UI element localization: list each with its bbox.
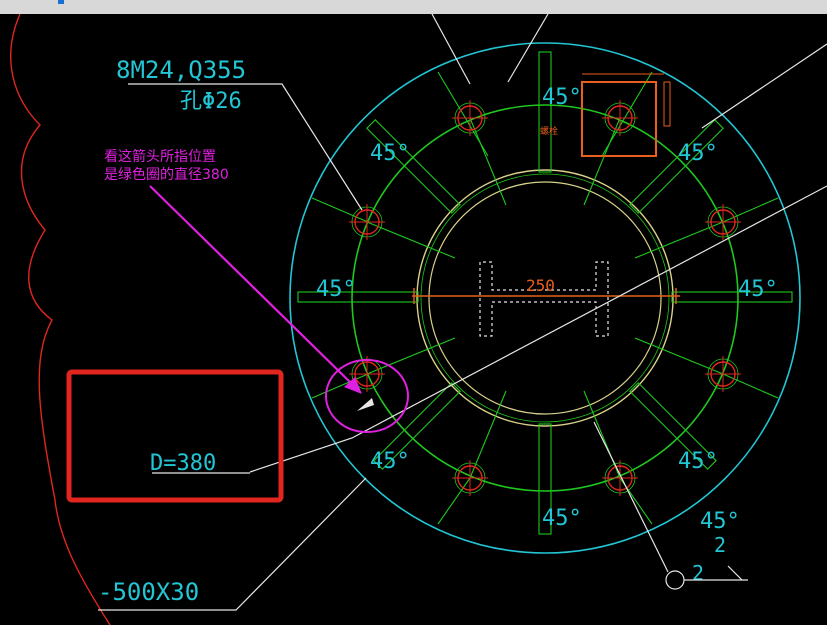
- angle-label-upper-right: 45°: [678, 141, 718, 166]
- cad-drawing-canvas[interactable]: 250 螺栓 45° 45° 45° 45° 45° 45° 45° 45° 4…: [0, 14, 827, 625]
- bolt-spec-label: 8M24,Q355: [116, 56, 246, 84]
- annotation-arrow-shaft: [149, 185, 353, 385]
- diameter-label: D=380: [150, 451, 216, 476]
- column-inner-ring: [428, 181, 662, 415]
- angle-label-left: 45°: [316, 277, 356, 302]
- inner-green-ring: [420, 173, 670, 423]
- outer-plate-circle[interactable]: [289, 42, 801, 554]
- bolt-hole[interactable]: [349, 356, 385, 392]
- angle-label-right: 45°: [738, 277, 778, 302]
- hole-spec-label: 孔Φ26: [180, 89, 242, 114]
- column-outer-ring: [416, 169, 674, 427]
- bolt-circle-green[interactable]: [351, 104, 739, 492]
- leader-arrowhead: [357, 398, 374, 411]
- bolt-hole[interactable]: [602, 460, 638, 496]
- detail-box[interactable]: [581, 73, 671, 157]
- bolt-holes[interactable]: [349, 100, 741, 496]
- bolt-hole[interactable]: [349, 204, 385, 240]
- annotation-line-2: 是绿色圈的直径380: [104, 166, 229, 183]
- bolt-hole[interactable]: [705, 356, 741, 392]
- leader-lines: [98, 14, 827, 611]
- annotation-arrowhead: [344, 377, 362, 394]
- angle-label-far-right: 45°: [700, 509, 740, 534]
- section-mark-number-lower: 2: [692, 561, 704, 585]
- angle-label-lower-left: 45°: [370, 449, 410, 474]
- red-cloud-outline: [10, 14, 111, 625]
- annotation-highlight-circle[interactable]: [325, 359, 409, 433]
- width-dimension-value: 250: [526, 276, 555, 295]
- bolt-hole[interactable]: [705, 204, 741, 240]
- width-dimension: [412, 288, 680, 304]
- detail-tag: 螺栓: [540, 125, 558, 137]
- bolt-hole[interactable]: [452, 460, 488, 496]
- bolt-hole[interactable]: [602, 100, 638, 136]
- title-bar-accent: [58, 0, 64, 4]
- annotation-line-1: 看这箭头所指位置: [104, 148, 216, 165]
- title-bar: [0, 0, 827, 14]
- plate-spec-label: -500X30: [98, 578, 199, 606]
- radial-lines: [311, 71, 779, 525]
- section-mark-circle: [665, 570, 685, 590]
- stiffener-ribs: [297, 51, 793, 535]
- angle-label-lower-right: 45°: [678, 449, 718, 474]
- angle-label-top: 45°: [542, 85, 582, 110]
- section-mark-tick: [727, 565, 743, 581]
- diameter-highlight-box[interactable]: [66, 369, 284, 503]
- bolt-hole[interactable]: [452, 100, 488, 136]
- section-mark-number: 2: [714, 533, 726, 557]
- angle-label-bottom: 45°: [542, 506, 582, 531]
- h-section-outline: [479, 261, 609, 337]
- angle-label-upper-left: 45°: [370, 141, 410, 166]
